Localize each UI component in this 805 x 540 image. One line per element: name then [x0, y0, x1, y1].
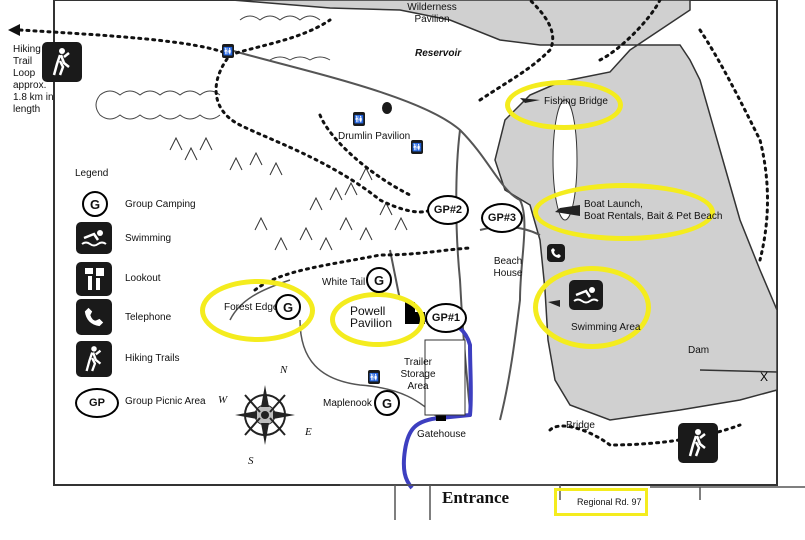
compass-n: N: [280, 364, 288, 376]
legend-swimming-icon: [76, 222, 112, 254]
legend-group-camping-icon: G: [82, 191, 108, 217]
dam-line: [699, 369, 778, 373]
legend-group-picnic-label: Group Picnic Area: [125, 396, 206, 407]
washroom-icon-drumlin: 🚻: [411, 140, 423, 154]
beach-house-label: Beach House: [493, 256, 523, 279]
washroom-icon-top: 🚻: [222, 44, 234, 58]
legend-hiking-label: Hiking Trails: [125, 353, 180, 364]
white-tail-label: White Tail: [322, 277, 366, 288]
tree-scallops-top: [95, 15, 331, 120]
entrance-label: Entrance: [442, 488, 510, 507]
drumlin-pavilion-label: Drumlin Pavilion: [338, 131, 411, 142]
swimming-icon-map: [569, 280, 603, 310]
lookout-icon-map: [382, 102, 392, 114]
highlight-powell-pavilion: [330, 292, 425, 347]
highlight-regional-rd: [554, 488, 648, 516]
dam-x: X: [760, 370, 768, 384]
regional-rd-label: Regional Rd. 97: [577, 497, 642, 507]
entrance-route: [401, 318, 473, 490]
bridge-label: Bridge: [566, 420, 595, 431]
highlight-swimming-area: [533, 266, 651, 349]
legend-group-camping-label: Group Camping: [125, 199, 196, 210]
legend-telephone-label: Telephone: [125, 312, 172, 323]
telephone-icon-map: [547, 244, 565, 262]
gp1-marker: GP#1: [425, 303, 467, 333]
hiking-icon-top: [42, 42, 82, 82]
reservoir-label: Reservoir: [415, 48, 462, 59]
highlight-boat-launch: [533, 183, 715, 241]
powell-pavilion-label: Powell Pavilion: [350, 304, 393, 330]
boat-launch-label: Boat Launch, Boat Rentals, Bait & Pet Be…: [584, 199, 723, 222]
legend-hiking-icon: [76, 341, 112, 377]
compass-s: S: [248, 455, 254, 467]
forest-edge-label: Forest Edge: [224, 302, 279, 313]
legend-lookout-icon: [76, 262, 112, 296]
regional-road-line: [340, 484, 805, 520]
hiking-trail-note: Hiking Trail Loop approx. 1.8 km in leng…: [13, 44, 54, 115]
washroom-icon-maplenook: 🚻: [368, 370, 380, 384]
dam-label: Dam: [688, 345, 710, 356]
legend-telephone-icon: [76, 299, 112, 335]
wilderness-pavilion-label: Wilderness Pavilion: [407, 2, 457, 25]
hiking-icon-bottom: [678, 423, 718, 463]
legend-swimming-label: Swimming: [125, 233, 172, 244]
group-camping-white-tail: G: [366, 267, 392, 293]
trailer-storage-label: Trailer Storage Area: [400, 357, 436, 392]
legend-title: Legend: [75, 168, 109, 179]
park-road: [229, 49, 541, 421]
gp2-marker: GP#2: [427, 195, 469, 225]
swimming-area-label: Swimming Area: [571, 322, 641, 333]
highlight-forest-edge: [200, 279, 315, 342]
fishing-bridge-label: Fishing Bridge: [544, 96, 608, 107]
hiking-arrow-left: [8, 24, 20, 36]
hiking-trail-dotted: [18, 0, 769, 447]
gatehouse-marker: [436, 411, 446, 421]
compass-rose: [235, 385, 295, 445]
group-camping-forest-edge: G: [275, 294, 301, 320]
compass-w: W: [218, 394, 228, 406]
highlight-fishing-bridge: [505, 80, 623, 130]
gp3-marker: GP#3: [481, 203, 523, 233]
maplenook-label: Maplenook: [323, 398, 372, 409]
compass-e: E: [305, 426, 312, 438]
legend-group-picnic-icon: GP: [75, 388, 119, 418]
trailer-storage-area: [424, 339, 466, 416]
gatehouse-label: Gatehouse: [417, 429, 466, 440]
group-camping-maplenook: G: [374, 390, 400, 416]
washroom-icon-center: 🚻: [353, 112, 365, 126]
legend-lookout-label: Lookout: [125, 273, 161, 284]
